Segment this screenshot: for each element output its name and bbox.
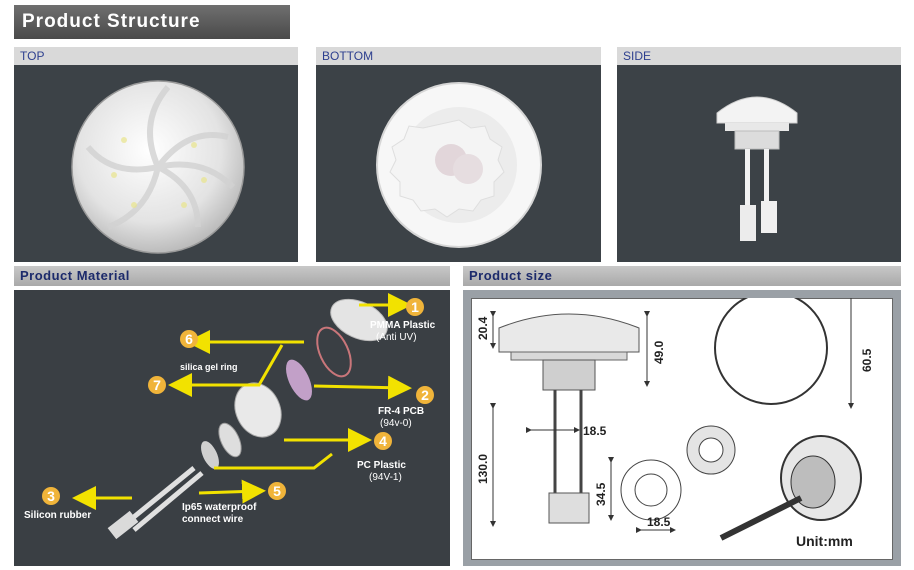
- dimension-drawing: 20.4 49.0 60.5 18.5 130.0 34.5 18.5 Unit…: [476, 298, 874, 549]
- dim-18-5-bottom: 18.5: [647, 515, 671, 529]
- size-diagram: 20.4 49.0 60.5 18.5 130.0 34.5 18.5 Unit…: [463, 290, 901, 566]
- callout-1-label: PMMA Plastic: [370, 320, 436, 331]
- dim-49-0: 49.0: [652, 340, 666, 364]
- callout-2-sub: (94v-0): [380, 418, 412, 429]
- washer-part: [201, 441, 219, 469]
- dim-20-4: 20.4: [476, 316, 490, 340]
- bottom-view-image: [376, 82, 542, 248]
- material-diagram: 1 PMMA Plastic (Anti UV) 2 FR-4 PCB (94v…: [14, 290, 450, 566]
- callout-6-label: silica gel ring: [180, 362, 238, 372]
- top-view-panel: TOP: [14, 47, 298, 262]
- callout-2-label: FR-4 PCB: [378, 406, 425, 417]
- side-view-panel: SIDE: [617, 47, 901, 262]
- side-view-image: [716, 96, 798, 241]
- exploded-view-drawing: [72, 293, 412, 540]
- size-section-title: Product size: [463, 266, 901, 286]
- top-circle-outline: [714, 298, 828, 405]
- callout-2-number: 2: [416, 386, 434, 404]
- bottom-view-panel: BOTTOM: [316, 47, 601, 262]
- callout-5-sub: connect wire: [182, 514, 244, 525]
- wire-part: [122, 466, 196, 527]
- callout-1-number: 1: [406, 298, 424, 316]
- callout-4-sub: (94V-1): [369, 472, 402, 483]
- callout-7-number: 7: [148, 376, 166, 394]
- page-title: Product Structure: [14, 5, 290, 39]
- pcb-part: [286, 359, 312, 401]
- callout-1-sub: (Anti UV): [376, 332, 417, 343]
- callout-5-label: Ip65 waterproof: [182, 502, 257, 513]
- dim-60-5: 60.5: [860, 348, 874, 372]
- nut-part: [218, 422, 242, 458]
- gel-ring-part: [316, 326, 352, 378]
- dim-18-5-top: 18.5: [583, 424, 607, 438]
- bottom-view-label: BOTTOM: [316, 47, 601, 65]
- dim-130-0: 130.0: [476, 454, 490, 484]
- callout-6-number: 6: [180, 330, 198, 348]
- top-view-image: [71, 80, 245, 254]
- dim-34-5: 34.5: [594, 482, 608, 506]
- callout-5-number: 5: [268, 482, 286, 500]
- dome-profile: [498, 313, 640, 353]
- top-view-label: TOP: [14, 47, 298, 65]
- callout-3-label: Silicon rubber: [24, 510, 92, 521]
- material-section-title: Product Material: [14, 266, 450, 286]
- callout-4-label: PC Plastic: [357, 460, 406, 471]
- unit-label: Unit:mm: [796, 533, 853, 549]
- callout-3-number: 3: [42, 487, 60, 505]
- side-view-label: SIDE: [617, 47, 901, 65]
- callout-4-number: 4: [374, 432, 392, 450]
